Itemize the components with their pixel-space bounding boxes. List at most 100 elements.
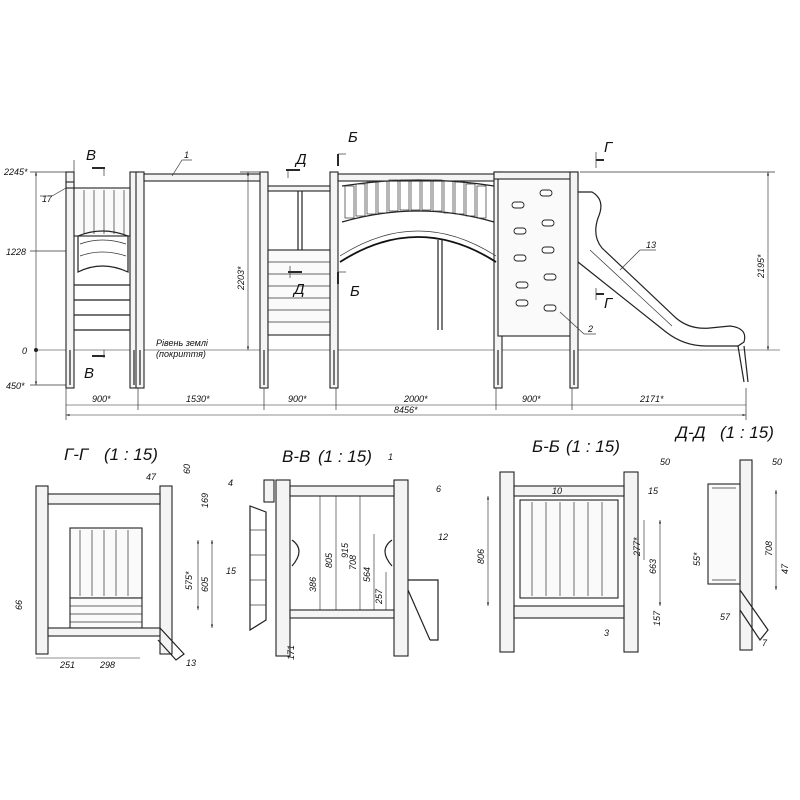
section-gg: Г-Г (1 : 15) 13 47 60 169 575* 605 66 25… xyxy=(14,445,214,670)
section-marks: В В Д Д Б Б Г Г xyxy=(84,129,614,382)
gg-dim-66: 66 xyxy=(14,600,24,610)
tower-left xyxy=(65,160,145,389)
section-mark-d-top: Д xyxy=(294,151,307,168)
bridge-arch xyxy=(339,236,497,263)
vv-post-right xyxy=(393,479,409,657)
gg-post-right xyxy=(159,485,173,655)
footings xyxy=(69,350,575,385)
bb-post-right xyxy=(623,471,639,653)
section-mark-g-top: Г xyxy=(604,139,614,156)
gg-rail-panel xyxy=(69,527,143,599)
vv-dim-915: 915 xyxy=(340,542,350,558)
vv-callout-1: 1 xyxy=(388,452,393,462)
bb-callout-3: 3 xyxy=(604,628,609,638)
vv-post-left xyxy=(275,479,291,657)
dim-2203: 2203* xyxy=(236,266,246,291)
bridge-section xyxy=(337,171,503,389)
gg-dim-605: 605 xyxy=(200,576,210,592)
section-bb-name: Б-Б xyxy=(532,437,560,456)
dim-900-c: 900* xyxy=(522,394,541,404)
bb-callout-15: 15 xyxy=(648,486,659,496)
dim-900-a: 900* xyxy=(92,394,111,404)
section-gg-name: Г-Г xyxy=(64,445,90,464)
bb-post-left xyxy=(499,471,515,653)
section-mark-d-bottom: Д xyxy=(292,281,305,298)
dim-1530: 1530* xyxy=(186,394,210,404)
gg-post-left xyxy=(35,485,49,655)
vv-side-net xyxy=(249,505,267,632)
section-mark-b-top: Б xyxy=(348,129,358,146)
ground-level-label: Рівень землі xyxy=(156,338,209,348)
section-mark-v-top: В xyxy=(86,147,96,164)
vv-dim-708: 708 xyxy=(348,555,358,570)
section-dd-scale: (1 : 15) xyxy=(720,423,774,442)
bb-dim-663: 663 xyxy=(648,559,658,574)
ground-level-sublabel: (покриття) xyxy=(156,349,206,359)
slide-body xyxy=(577,191,746,347)
tower-left-top-panel xyxy=(73,187,131,237)
dim-2171: 2171* xyxy=(639,394,664,404)
vv-callout-4: 4 xyxy=(228,478,233,488)
dim-total-8456: 8456* xyxy=(394,405,418,415)
section-bb-scale: (1 : 15) xyxy=(566,437,620,456)
dd-dim-708: 708 xyxy=(764,541,774,556)
height-label-450: 450* xyxy=(6,381,25,391)
vv-callout-6: 6 xyxy=(436,484,441,494)
dd-dim-50: 50 xyxy=(772,457,782,467)
dim-2000: 2000* xyxy=(403,394,428,404)
bridge-board-edge xyxy=(341,210,495,223)
main-elevation-view: 2245* 1228 0 450* xyxy=(3,129,780,420)
dd-dim-57: 57 xyxy=(720,612,731,622)
ladder-panel xyxy=(267,249,331,336)
vv-callout-12: 12 xyxy=(438,532,448,542)
dd-dim-55: 55* xyxy=(692,552,702,566)
zero-marker-dot xyxy=(34,348,38,352)
vv-dim-171: 171 xyxy=(286,645,296,660)
gg-dim-251: 251 xyxy=(59,660,75,670)
section-mark-g-bottom: Г xyxy=(604,295,614,312)
bb-dim-806: 806 xyxy=(476,549,486,564)
section-dd-title: Д-Д (1 : 15) xyxy=(674,423,774,442)
dd-post xyxy=(739,459,753,651)
callout-2: 2 xyxy=(587,324,593,334)
dd-side-panel xyxy=(707,483,741,585)
section-vv: В-В (1 : 15) 386 805 915 708 564 257 171… xyxy=(226,447,448,660)
vv-callout-15: 15 xyxy=(226,566,237,576)
height-label-0: 0 xyxy=(22,346,27,356)
tower-left-post-c xyxy=(135,171,145,389)
height-label-2245: 2245* xyxy=(3,167,28,177)
slide xyxy=(577,191,749,383)
height-label-1228: 1228 xyxy=(6,247,26,257)
vv-dim-564: 564 xyxy=(362,567,372,582)
section-gg-scale: (1 : 15) xyxy=(104,445,158,464)
section-mark-v-bottom: В xyxy=(84,365,94,382)
callout-1-main: 1 xyxy=(184,150,189,160)
dim-2195: 2195* xyxy=(756,254,766,279)
bridge-planks xyxy=(344,179,487,219)
climbing-wall-panel xyxy=(497,177,575,337)
gg-dim-60: 60 xyxy=(182,464,192,474)
tower-middle: 2203* xyxy=(236,171,339,389)
horizontal-bar-1 xyxy=(143,173,263,182)
gg-callout-13: 13 xyxy=(186,658,196,668)
callout-17: 17 xyxy=(42,194,53,204)
section-vv-name: В-В xyxy=(282,447,310,466)
tube-slide-entry xyxy=(77,230,129,273)
vv-top-bar xyxy=(289,485,395,497)
gg-dim-298: 298 xyxy=(99,660,115,670)
bb-dim-157: 157 xyxy=(652,610,662,626)
vv-dim-386: 386 xyxy=(308,577,318,592)
bb-top-bar xyxy=(513,485,625,497)
bb-dim-277: 277* xyxy=(632,537,642,557)
vv-dim-257: 257 xyxy=(374,588,384,605)
vv-dim-805: 805 xyxy=(324,552,334,568)
section-vv-scale: (1 : 15) xyxy=(318,447,372,466)
tower-left-post-a xyxy=(65,171,75,389)
section-dd: 50 708 55* 47 57 7 xyxy=(692,457,790,651)
climbing-wall-right-post xyxy=(569,171,579,389)
callout-13-main: 13 xyxy=(646,240,656,250)
gg-dim-47: 47 xyxy=(146,472,157,482)
gg-dim-169: 169 xyxy=(200,493,210,508)
bottom-dimensions: 900* 1530* 900* 2000* 900* 2171* 8456* xyxy=(65,388,747,420)
